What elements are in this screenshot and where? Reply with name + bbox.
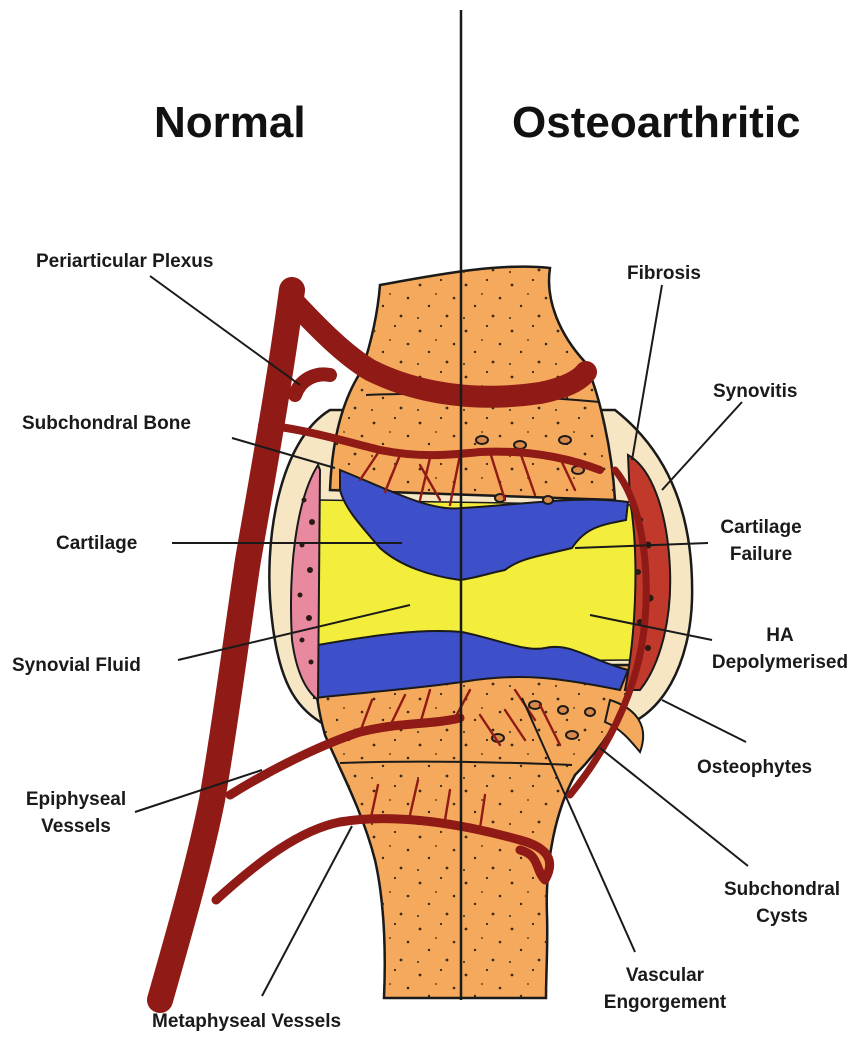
label-vascular-engorgement-line2: Engorgement: [595, 989, 735, 1016]
label-cartilage-failure: Cartilage Failure: [705, 514, 817, 568]
label-subchondral-cysts-line2: Cysts: [712, 903, 852, 930]
label-subchondral-cysts: Subchondral Cysts: [712, 876, 852, 930]
normal-heading: Normal: [154, 98, 306, 148]
label-metaphyseal-vessels: Metaphyseal Vessels: [152, 1008, 341, 1035]
label-cartilage-failure-line1: Cartilage: [705, 514, 817, 541]
label-ha-depolymerised: HA Depolymerised: [700, 622, 860, 676]
label-synovitis: Synovitis: [713, 378, 797, 405]
label-epiphyseal-vessels: Epiphyseal Vessels: [14, 786, 138, 840]
label-epiphyseal-vessels-line1: Epiphyseal: [14, 786, 138, 813]
label-vascular-engorgement-line1: Vascular: [595, 962, 735, 989]
label-fibrosis: Fibrosis: [627, 260, 701, 287]
label-subchondral-bone: Subchondral Bone: [22, 410, 191, 437]
label-ha-depolymerised-line1: HA: [700, 622, 860, 649]
osteoarthritic-heading: Osteoarthritic: [512, 98, 801, 148]
label-ha-depolymerised-line2: Depolymerised: [700, 649, 860, 676]
label-vascular-engorgement: Vascular Engorgement: [595, 962, 735, 1016]
label-cartilage-failure-line2: Failure: [705, 541, 817, 568]
label-subchondral-cysts-line1: Subchondral: [712, 876, 852, 903]
label-epiphyseal-vessels-line2: Vessels: [14, 813, 138, 840]
label-synovial-fluid: Synovial Fluid: [12, 652, 141, 679]
label-periarticular-plexus: Periarticular Plexus: [36, 248, 213, 275]
label-cartilage: Cartilage: [56, 530, 137, 557]
label-osteophytes: Osteophytes: [697, 754, 812, 781]
